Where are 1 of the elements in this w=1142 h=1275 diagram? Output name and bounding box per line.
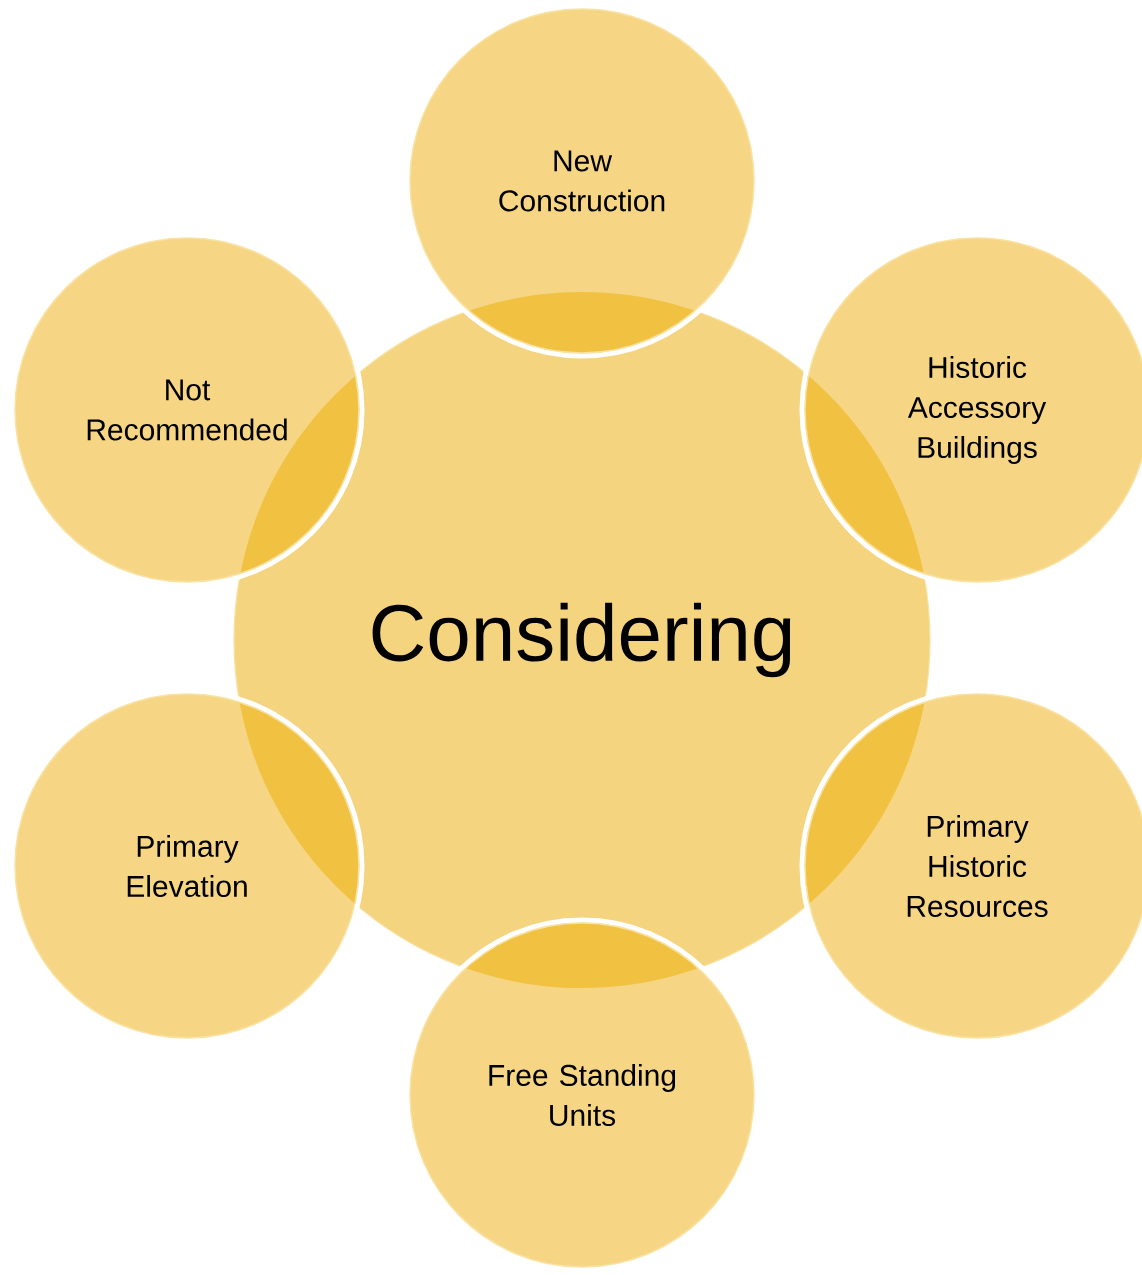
circle-node: Free Standing Units: [404, 917, 760, 1273]
